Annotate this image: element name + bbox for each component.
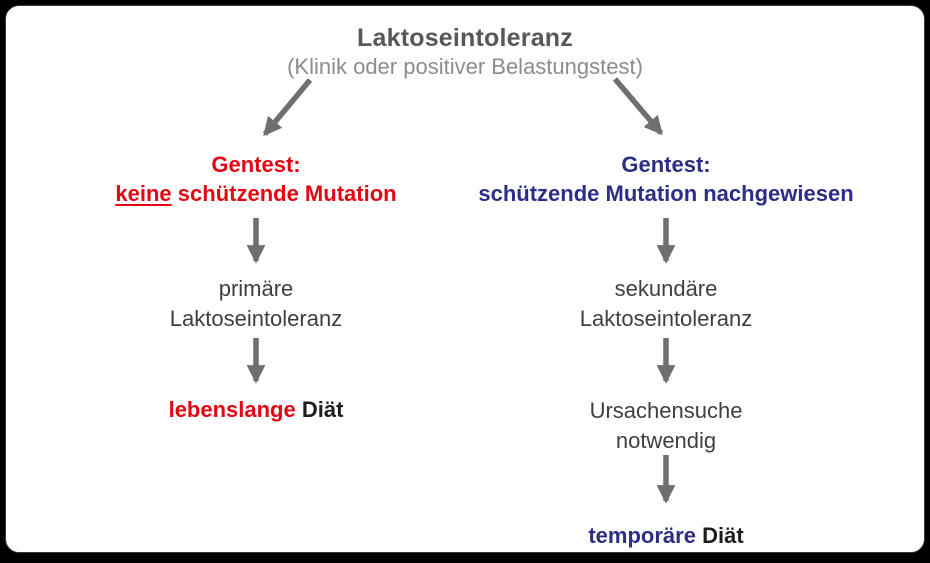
left-test-line1: Gentest: xyxy=(211,152,301,177)
left-outcome-highlight: lebenslange xyxy=(168,397,296,422)
flowchart-card xyxy=(5,5,925,553)
left-outcome-rest: Diät xyxy=(301,397,344,422)
right-cause-step: Ursachensuche notwendig xyxy=(466,396,866,456)
right-diagnosis: sekundäre Laktoseintoleranz xyxy=(466,274,866,334)
left-test-line2-rest: schützende Mutation xyxy=(177,181,397,206)
left-test-underlined-word: keine xyxy=(115,181,172,206)
left-outcome: lebenslange Diät xyxy=(56,397,456,423)
right-test-line2: schützende Mutation nachgewiesen xyxy=(478,181,854,206)
page-subtitle: (Klinik oder positiver Belastungstest) xyxy=(287,54,643,79)
right-step-line2: notwendig xyxy=(615,428,717,453)
right-diagnosis-line1: sekundäre xyxy=(614,276,718,301)
left-test-line2: keine schützende Mutation xyxy=(56,179,456,208)
right-outcome-highlight: temporäre xyxy=(588,523,696,548)
right-outcome: temporäre Diät xyxy=(466,523,866,549)
right-diagnosis-line2: Laktoseintoleranz xyxy=(579,306,753,331)
right-branch-test-result: Gentest: schützende Mutation nachgewiese… xyxy=(466,150,866,208)
right-step-line1: Ursachensuche xyxy=(589,398,743,423)
left-diagnosis-line1: primäre xyxy=(218,276,294,301)
left-diagnosis: primäre Laktoseintoleranz xyxy=(56,274,456,334)
left-diagnosis-line2: Laktoseintoleranz xyxy=(169,306,343,331)
right-test-line1: Gentest: xyxy=(621,152,711,177)
right-outcome-rest: Diät xyxy=(702,523,744,548)
left-branch-test-result: Gentest: keine schützende Mutation xyxy=(56,150,456,208)
page-title: Laktoseintoleranz xyxy=(357,24,573,52)
